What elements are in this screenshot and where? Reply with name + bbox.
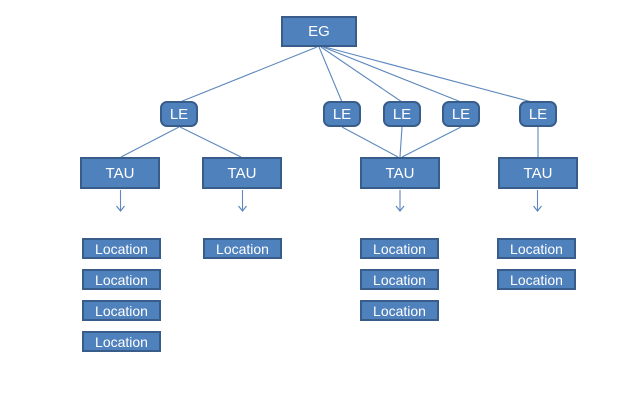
node-le-5: LE	[519, 101, 557, 127]
connector-eg-le3	[320, 46, 403, 103]
node-le-1: LE	[160, 101, 198, 127]
connector-eg-le4	[322, 46, 462, 103]
node-location-label: Location	[95, 333, 148, 350]
node-le-label: LE	[169, 105, 189, 123]
node-location-label: Location	[216, 240, 269, 257]
node-tau-label: TAU	[227, 164, 257, 182]
connector-eg-le2	[318, 46, 343, 103]
node-le-4: LE	[442, 101, 480, 127]
node-location: Location	[497, 269, 576, 290]
node-location-label: Location	[95, 240, 148, 257]
node-le-label: LE	[392, 105, 412, 123]
node-location: Location	[360, 269, 439, 290]
connector-eg-le5	[324, 46, 533, 103]
node-location: Location	[82, 238, 161, 259]
node-tau-2: TAU	[202, 157, 282, 189]
node-le-3: LE	[383, 101, 421, 127]
node-eg-label: EG	[308, 23, 330, 40]
node-le-label: LE	[332, 105, 352, 123]
node-location-label: Location	[373, 302, 426, 319]
node-location: Location	[82, 331, 161, 352]
node-tau-label: TAU	[523, 164, 553, 182]
node-location-label: Location	[95, 271, 148, 288]
node-location: Location	[82, 300, 161, 321]
node-tau-4: TAU	[498, 157, 578, 189]
connector-le3-tau3	[399, 126, 403, 158]
node-le-label: LE	[451, 105, 471, 123]
node-location-label: Location	[510, 271, 563, 288]
node-eg: EG	[281, 16, 357, 47]
connector-eg-le1	[179, 46, 318, 103]
connector-le4-tau3	[401, 126, 462, 158]
connector-le1-tau1	[120, 126, 180, 158]
node-location: Location	[82, 269, 161, 290]
node-location: Location	[360, 300, 439, 321]
node-tau-3: TAU	[360, 157, 440, 189]
connector-le1-tau2	[179, 126, 242, 158]
node-location-label: Location	[510, 240, 563, 257]
node-le-label: LE	[528, 105, 548, 123]
node-tau-label: TAU	[385, 164, 415, 182]
node-location: Location	[203, 238, 282, 259]
node-location-label: Location	[373, 240, 426, 257]
node-location-label: Location	[95, 302, 148, 319]
node-location: Location	[360, 238, 439, 259]
node-location-label: Location	[373, 271, 426, 288]
connector-le2-tau3	[341, 126, 399, 158]
node-tau-1: TAU	[80, 157, 160, 189]
node-le-2: LE	[323, 101, 361, 127]
node-tau-label: TAU	[105, 164, 135, 182]
node-location: Location	[497, 238, 576, 259]
